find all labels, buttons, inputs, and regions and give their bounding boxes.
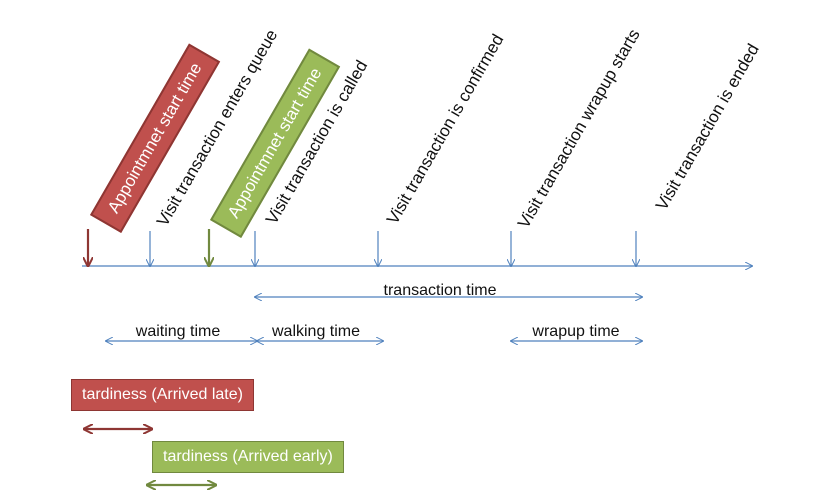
tardiness-early-box: tardiness (Arrived early) xyxy=(152,441,344,473)
wrapup-time-label: wrapup time xyxy=(532,323,620,340)
tardiness-early-label: tardiness (Arrived early) xyxy=(163,448,333,465)
tardiness-late-label: tardiness (Arrived late) xyxy=(82,386,243,403)
walking-time-label: walking time xyxy=(271,323,361,340)
transaction-time-label: transaction time xyxy=(383,282,497,299)
waiting-time-label: waiting time xyxy=(135,323,221,340)
tardiness-late-box: tardiness (Arrived late) xyxy=(71,379,254,411)
